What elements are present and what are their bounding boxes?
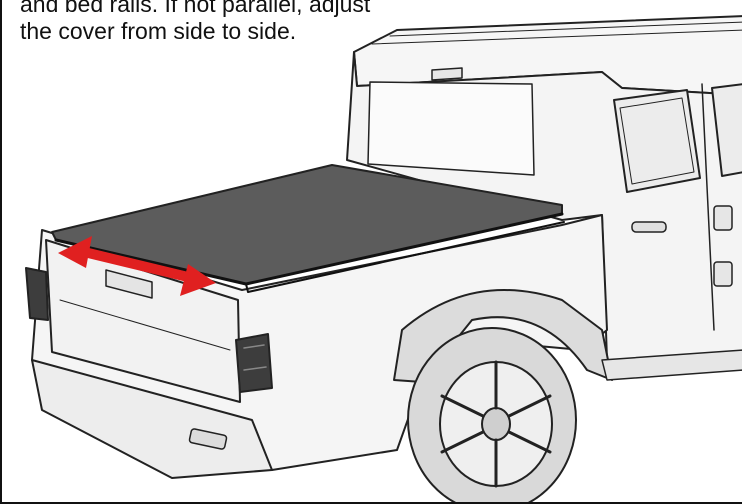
door-window-front xyxy=(613,89,701,193)
left-tail-light xyxy=(25,267,49,321)
tailgate xyxy=(45,239,241,403)
double-headed-arrow-icon xyxy=(58,236,216,296)
rear-bumper xyxy=(31,359,273,479)
tailgate-handle xyxy=(105,269,153,299)
instruction-text: and bed rails. If not parallel, adjust t… xyxy=(20,0,460,45)
instruction-line-2: the cover from side to side. xyxy=(20,18,297,44)
door-window-rear xyxy=(711,83,742,177)
rear-window xyxy=(367,81,535,176)
instruction-line-1: and bed rails. If not parallel, adjust xyxy=(20,0,371,17)
right-tail-light xyxy=(235,333,273,393)
